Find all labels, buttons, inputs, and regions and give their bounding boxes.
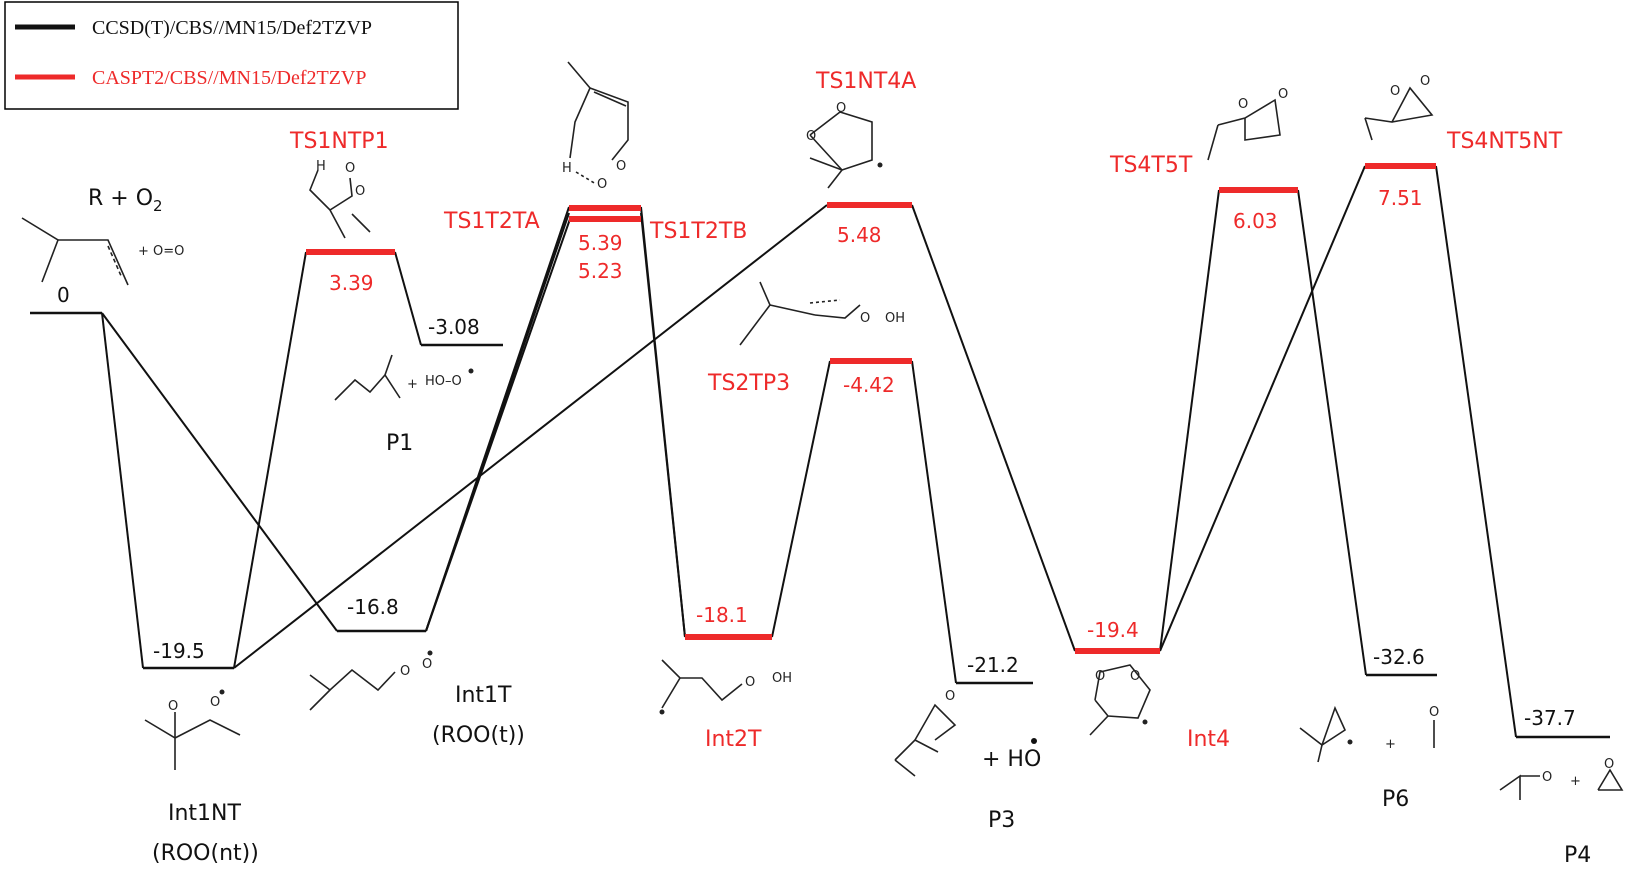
ts1t2tb-value: 5.23 xyxy=(578,259,623,283)
p1-structure: + HO–O xyxy=(334,354,474,401)
p3-structure: O xyxy=(894,689,957,777)
p4-structure: O + O xyxy=(1499,757,1624,800)
energy-levels xyxy=(30,163,1610,739)
legend-black-label: CCSD(T)/CBS//MN15/Def2TZVP xyxy=(92,17,372,39)
p4-label: P4 xyxy=(1564,843,1591,868)
ts1nt4a-structure: O O xyxy=(806,101,883,189)
p1-value: -3.08 xyxy=(428,315,480,339)
legend-red-label: CASPT2/CBS//MN15/Def2TZVP xyxy=(92,67,366,89)
svg-text:O: O xyxy=(1604,757,1614,772)
svg-text:O: O xyxy=(745,675,755,690)
reactant-value: 0 xyxy=(57,283,70,307)
svg-text:O: O xyxy=(1429,705,1439,720)
ts1ntp1-label: TS1NTP1 xyxy=(289,129,389,154)
ts1nt4a-value: 5.48 xyxy=(837,223,882,247)
svg-text:OH: OH xyxy=(885,311,905,326)
ts4t5t-structure: O O xyxy=(1207,87,1288,161)
svg-text:O: O xyxy=(345,161,355,176)
int4-structure: O O xyxy=(1089,664,1151,736)
structures: + O=O H O O + HO–O H O O xyxy=(21,61,1624,800)
svg-text:O: O xyxy=(860,311,870,326)
svg-text:H: H xyxy=(316,159,326,174)
int1t-sublabel: (ROO(t)) xyxy=(432,723,525,748)
svg-text:O: O xyxy=(400,664,410,679)
svg-text:O: O xyxy=(422,657,432,672)
int1t-label: Int1T xyxy=(455,683,512,708)
svg-text:O: O xyxy=(1420,74,1430,89)
int2t-value: -18.1 xyxy=(696,603,748,627)
connectors xyxy=(101,165,1517,738)
reactant-label: R + O2 xyxy=(88,186,163,215)
svg-text:O: O xyxy=(945,689,955,704)
svg-text:O: O xyxy=(806,129,816,144)
p4-value: -37.7 xyxy=(1524,706,1576,730)
p3-value: -21.2 xyxy=(967,653,1019,677)
p6-label: P6 xyxy=(1382,787,1409,812)
svg-text:O: O xyxy=(1542,770,1552,785)
ts1nt4a-label: TS1NT4A xyxy=(815,69,916,94)
ts1t2ta-value: 5.39 xyxy=(578,231,623,255)
svg-text:O: O xyxy=(597,177,607,192)
ts2tp3-structure: O OH xyxy=(739,281,905,346)
radical-dot xyxy=(1031,738,1037,744)
ts4nt5nt-label: TS4NT5NT xyxy=(1446,129,1563,154)
int4-label: Int4 xyxy=(1187,727,1230,752)
int1t-structure: O O xyxy=(309,650,433,711)
ts1ntp1-structure: H O O xyxy=(309,159,371,239)
ts1ntp1-value: 3.39 xyxy=(329,271,374,295)
int1nt-label: Int1NT xyxy=(168,801,242,826)
svg-text:O: O xyxy=(1238,97,1248,112)
int2t-label: Int2T xyxy=(705,727,762,752)
p6-value: -32.6 xyxy=(1373,645,1425,669)
p3-label: P3 xyxy=(988,808,1015,833)
plus-o2-structure-label: + O=O xyxy=(138,244,184,259)
svg-text:O: O xyxy=(836,101,846,116)
svg-text:OH: OH xyxy=(772,671,792,686)
p1-label: P1 xyxy=(386,431,413,456)
svg-text:HO–O: HO–O xyxy=(425,374,462,389)
svg-text:O: O xyxy=(616,159,626,174)
legend: CCSD(T)/CBS//MN15/Def2TZVP CASPT2/CBS//M… xyxy=(4,1,459,110)
ts4nt5nt-structure: O O xyxy=(1364,74,1434,141)
svg-text:O: O xyxy=(168,699,178,714)
ts4t5t-label: TS4T5T xyxy=(1109,153,1193,178)
ts2tp3-label: TS2TP3 xyxy=(707,371,790,396)
int1t-value: -16.8 xyxy=(347,595,399,619)
labels: R + O2 0 -19.5 Int1NT (ROO(nt)) TS1NTP1 … xyxy=(57,69,1591,868)
ts1t2ta-label: TS1T2TA xyxy=(443,209,540,234)
ts4nt5nt-value: 7.51 xyxy=(1378,186,1423,210)
ts4t5t-value: 6.03 xyxy=(1233,209,1278,233)
svg-text:O: O xyxy=(355,184,365,199)
ts1t2t-structure: H O O xyxy=(562,61,629,192)
svg-text:O: O xyxy=(1390,84,1400,99)
svg-text:O: O xyxy=(1278,87,1288,102)
ts2tp3-value: -4.42 xyxy=(843,373,895,397)
ts1t2tb-label: TS1T2TB xyxy=(649,219,747,244)
int1nt-sublabel: (ROO(nt)) xyxy=(152,841,259,866)
int4-value: -19.4 xyxy=(1087,618,1139,642)
svg-text:H: H xyxy=(562,161,572,176)
svg-text:+: + xyxy=(1385,737,1396,752)
svg-text:O: O xyxy=(210,695,220,710)
svg-text:+: + xyxy=(407,377,418,392)
svg-text:+: + xyxy=(1570,774,1581,789)
reactant-structure: + O=O xyxy=(21,217,184,286)
int1nt-value: -19.5 xyxy=(153,639,205,663)
p6-structure: + O xyxy=(1299,705,1439,763)
p3-extra: + HO xyxy=(982,747,1041,772)
int1nt-structure: O O xyxy=(144,689,241,770)
svg-text:O: O xyxy=(1130,669,1140,684)
svg-text:O: O xyxy=(1095,669,1105,684)
int2t-structure: O OH xyxy=(659,659,792,715)
